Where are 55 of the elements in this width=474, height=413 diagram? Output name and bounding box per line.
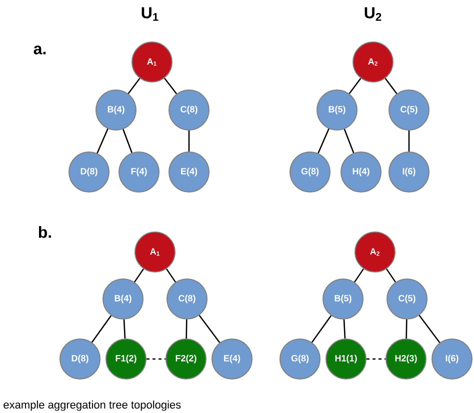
split-node: H2(3) — [386, 338, 426, 380]
tree-edge — [343, 319, 346, 339]
caption: example aggregation tree topologies — [4, 400, 181, 411]
tree-node: B(5) — [316, 90, 358, 130]
tree-edge — [122, 128, 132, 153]
tree-edge — [354, 268, 364, 282]
tree-node: C(8) — [168, 90, 210, 130]
tree-edge — [311, 315, 332, 343]
tree-edge — [418, 315, 440, 343]
tree-node: B(4) — [96, 90, 136, 130]
tree-node: C(8) — [166, 278, 208, 320]
split-node: F1(2) — [106, 338, 146, 380]
tree-edge — [344, 128, 354, 154]
tree-node: E(4) — [168, 152, 210, 192]
tree-node: G(8) — [290, 152, 330, 192]
tree-edge — [384, 78, 398, 94]
tree-edge — [198, 315, 220, 343]
tree-edge — [91, 315, 112, 343]
tree-edge — [96, 128, 108, 154]
tree-node: C(5) — [388, 90, 430, 130]
split-node: H1(1) — [326, 338, 366, 380]
tree-edge — [164, 78, 177, 94]
tree-node: I(6) — [388, 152, 430, 192]
root-node: A$_{1}$ — [132, 42, 172, 82]
tree-edge — [186, 319, 188, 339]
tree-edge — [366, 358, 386, 360]
tree-node: B(5) — [322, 278, 364, 320]
column-heading: U$_{2}$ — [364, 7, 382, 21]
panel-label: b. — [38, 226, 51, 238]
column-heading: U$_{1}$ — [142, 7, 158, 21]
tree-edge — [318, 128, 330, 154]
tree-node: C(5) — [386, 278, 428, 320]
tree-edge — [348, 78, 362, 94]
tree-node: F(4) — [118, 152, 160, 192]
tree-edge — [134, 268, 144, 282]
tree-node: G(8) — [280, 338, 320, 380]
tree-node: D(8) — [68, 152, 110, 192]
tree-edge — [406, 319, 408, 339]
tree-edge — [123, 319, 126, 339]
tree-edge — [386, 268, 396, 282]
tree-node: D(8) — [60, 338, 100, 380]
tree-node: B(4) — [102, 278, 144, 320]
panel-label: a. — [34, 46, 46, 54]
tree-edge — [188, 130, 190, 152]
tree-edge — [128, 78, 140, 94]
tree-edge — [166, 268, 176, 282]
tree-edge — [408, 130, 410, 152]
tree-node: I(6) — [432, 338, 472, 380]
split-node: F2(2) — [166, 338, 206, 380]
tree-node: H(4) — [340, 152, 382, 192]
root-node: A$_{1}$ — [134, 232, 176, 272]
tree-node: E(4) — [212, 338, 252, 380]
tree-edge — [146, 358, 166, 360]
root-node: A$_{2}$ — [352, 42, 394, 82]
root-node: A$_{2}$ — [354, 232, 396, 272]
